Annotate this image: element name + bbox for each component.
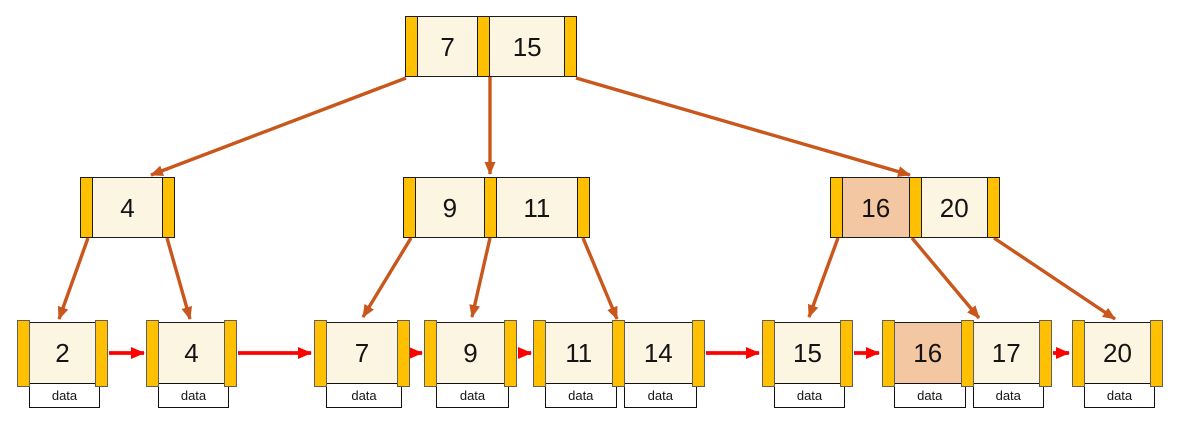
btree-node-root: 7 15 [405,16,578,77]
key-label: 7 [440,31,455,62]
key-cell-7: 7 data [326,322,402,408]
data-box: data [894,383,966,408]
data-box: data [436,383,509,408]
key-cell-14: 14 data [623,322,698,408]
key-cell-20: 20 data [1084,322,1155,408]
tree-edge-arrow [361,237,413,318]
pointer-strip [405,16,418,77]
key-label: 9 [442,192,458,223]
pointer-strip [397,319,410,387]
tree-edge-arrow [581,237,619,320]
key-cell-20: 20 [921,177,987,238]
btree-node-leaf-16-17: 16 data 17 data [882,319,1052,408]
key-label: 14 [643,338,673,368]
btree-node-int-9-11: 9 11 [403,177,590,238]
pointer-strip [424,319,437,387]
btree-node-leaf-15: 15 data [762,319,853,408]
pointer-strip [504,319,517,387]
data-box: data [623,383,698,408]
pointer-strip [1072,319,1085,387]
data-box: data [972,383,1044,408]
key-cell-9: 9 data [436,322,509,408]
pointer-strip [840,319,853,387]
key-label: 11 [523,192,551,223]
btree-node-leaf-20: 20 data [1072,319,1163,408]
key-label: 20 [1103,338,1132,368]
pointer-strip [762,319,775,387]
tree-edge-arrow [57,237,90,320]
key-cell-15: 15 data [774,322,845,408]
key-cell-9: 9 [416,177,484,238]
tree-edge-arrow [165,237,193,320]
data-box: data [545,383,617,408]
key-label: 11 [565,338,593,368]
btree-node-leaf-4: 4 data [146,319,237,408]
pointer-strip [224,319,237,387]
key-label: 16 [861,192,891,223]
key-label: 4 [184,338,199,368]
key-label: 2 [55,338,70,368]
tree-edge-arrow [910,236,981,320]
btree-node-leaf-7: 7 data [314,319,410,408]
pointer-strip [80,177,93,238]
pointer-strip [477,16,491,77]
pointer-strip [830,177,843,238]
data-box: data [326,383,402,408]
tree-edge-arrow [993,236,1116,321]
tree-edge-arrow [575,76,911,177]
pointer-strip [95,319,108,387]
key-label: 9 [463,338,478,368]
btree-node-leaf-9: 9 data [424,319,517,408]
key-cell-16-highlighted: 16 data [894,322,966,408]
pointer-strip [314,319,327,387]
pointer-strip [403,177,416,238]
pointer-strip [146,319,159,387]
key-cell-11: 11 data [545,322,617,408]
btree-node-leaf-2: 2 data [17,319,108,408]
pointer-strip [564,16,578,77]
data-box: data [158,383,229,408]
data-box: data [1084,383,1155,408]
key-cell-7: 7 [418,16,478,77]
tree-edge-arrow [469,237,492,318]
key-label: 20 [939,192,969,223]
key-cell-2: 2 data [29,322,100,408]
key-label: 7 [354,338,370,368]
pointer-strip [960,319,974,387]
key-label: 15 [793,338,822,368]
pointer-strip [908,177,922,238]
data-box: data [29,383,100,408]
pointer-strip [577,177,590,238]
key-cell-11: 11 [496,177,577,238]
pointer-strip [692,319,706,387]
data-box: data [774,383,845,408]
pointer-strip [162,177,175,238]
btree-node-leaf-11-14: 11 data 14 data [533,319,706,408]
tree-edge-arrow [150,76,407,177]
key-label: 15 [512,31,542,62]
key-label: 16 [913,338,943,368]
key-label: 17 [991,338,1021,368]
key-cell-4: 4 data [158,322,229,408]
key-cell-15: 15 [490,16,565,77]
key-cell-16-highlighted: 16 [843,177,909,238]
pointer-strip [17,319,30,387]
btree-node-int-4: 4 [80,177,175,238]
pointer-strip [611,319,625,387]
pointer-strip [533,319,546,387]
pointer-strip [1039,319,1052,387]
pointer-strip [882,319,895,387]
key-cell-4: 4 [93,177,162,238]
pointer-strip [1150,319,1163,387]
pointer-strip [987,177,1000,238]
tree-edge-arrow [807,237,840,318]
pointer-strip [483,177,497,238]
key-cell-17: 17 data [972,322,1044,408]
key-label: 4 [120,192,135,223]
